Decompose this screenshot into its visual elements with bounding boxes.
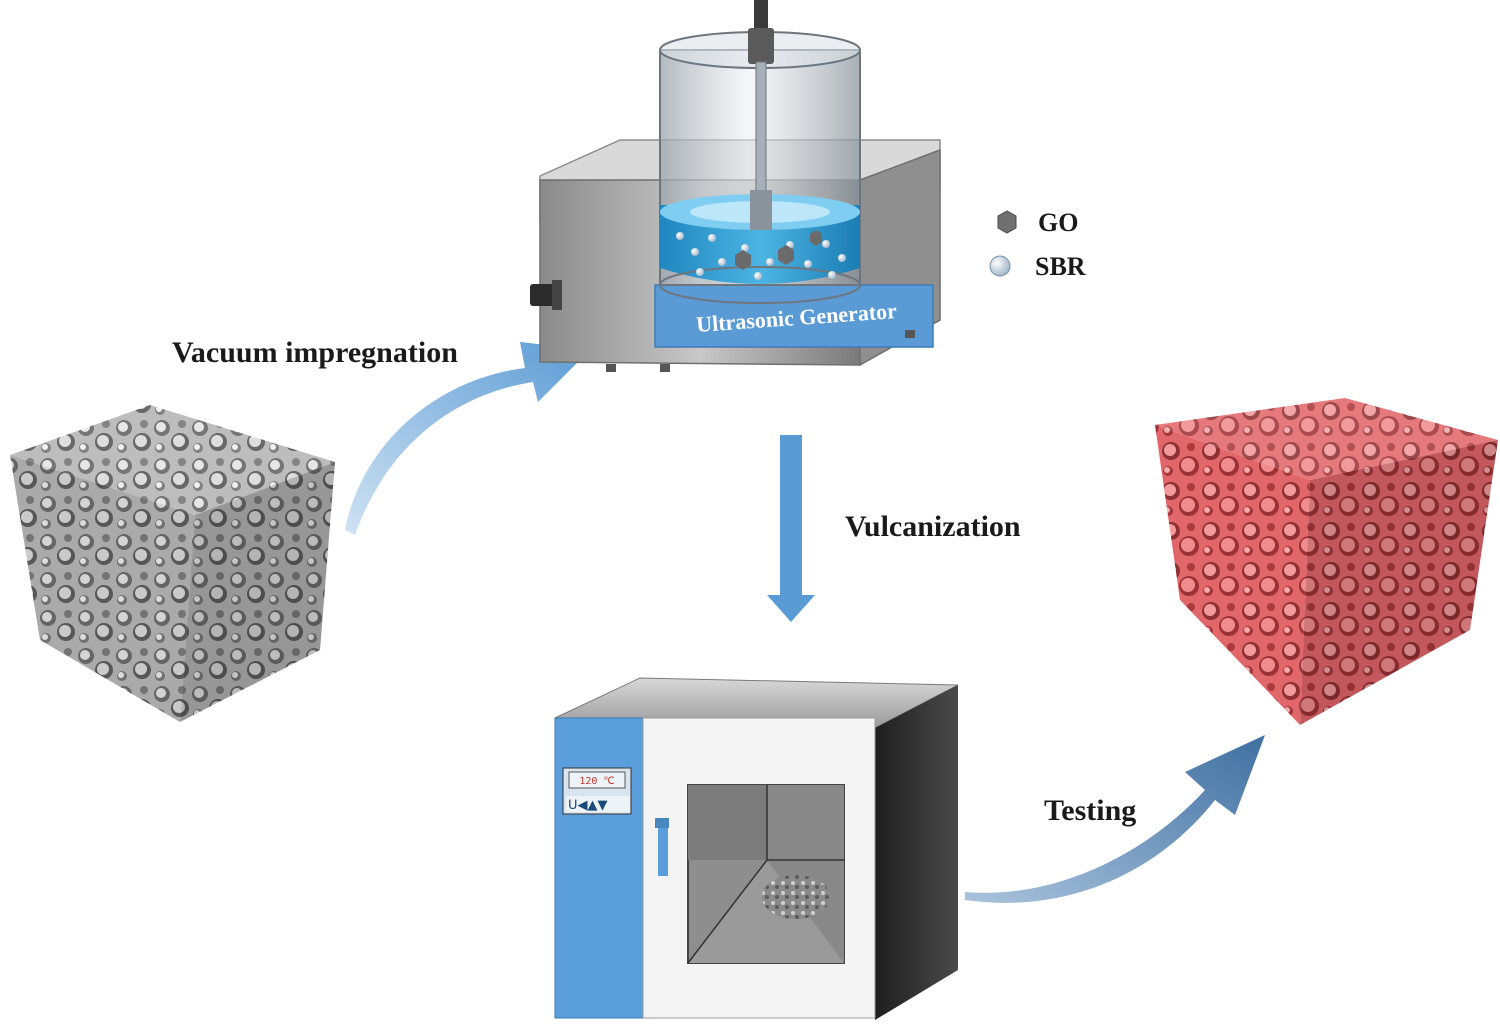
grey-foam-cube [10, 405, 335, 722]
sbr-legend-label: SBR [1035, 252, 1086, 281]
ultrasonic-bath [530, 0, 941, 372]
oven-door-handle [658, 822, 668, 876]
vulcanization-oven: ᑌ◀▲▼ [554, 677, 959, 1020]
go-particles [735, 230, 822, 270]
testing-arrow [965, 735, 1265, 903]
red-foam-cube [1155, 398, 1498, 725]
beaker [659, 0, 861, 304]
vacuum-impregnation-label: Vacuum impregnation [172, 336, 458, 369]
oven-controls-icon: ᑌ◀▲▼ [568, 798, 608, 813]
vacuum-impregnation-arrow [345, 342, 590, 535]
oven-window [687, 784, 845, 964]
vulcanization-arrow [767, 435, 815, 622]
oven-temperature-display: 120 ℃ [579, 776, 614, 787]
go-legend-icon [997, 210, 1017, 234]
sample-in-oven [762, 875, 830, 919]
testing-label: Testing [1044, 794, 1137, 827]
go-legend-label: GO [1038, 208, 1079, 237]
sbr-legend-icon [989, 255, 1011, 277]
sbr-particles [676, 232, 846, 280]
vulcanization-label: Vulcanization [845, 510, 1021, 543]
generator-label-panel [654, 284, 934, 348]
